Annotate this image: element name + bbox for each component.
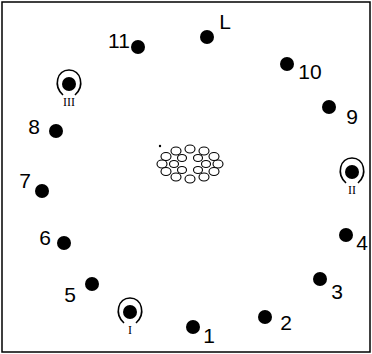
frame bbox=[2, 2, 370, 352]
stone-number: 3 bbox=[331, 281, 343, 302]
central-cairn bbox=[157, 145, 223, 183]
stone-number: 10 bbox=[298, 61, 321, 82]
stone-numeral: I bbox=[128, 324, 132, 336]
stone-number: 8 bbox=[28, 116, 40, 137]
standing-stones bbox=[35, 30, 359, 334]
stone-number: 4 bbox=[356, 232, 368, 253]
stone-number: L bbox=[219, 11, 231, 32]
stone-number: 1 bbox=[203, 325, 215, 346]
stone-numeral: II bbox=[348, 184, 356, 196]
marker-dot bbox=[159, 145, 161, 147]
stone-number: 6 bbox=[39, 227, 51, 248]
stone-number: 11 bbox=[108, 30, 130, 51]
stone-number: 9 bbox=[346, 106, 358, 127]
stone-number: 2 bbox=[280, 312, 292, 333]
stone-outlines bbox=[57, 70, 363, 323]
stone-numeral: III bbox=[63, 96, 75, 108]
stone-number: 7 bbox=[19, 170, 31, 191]
stone-number: 5 bbox=[64, 284, 76, 305]
